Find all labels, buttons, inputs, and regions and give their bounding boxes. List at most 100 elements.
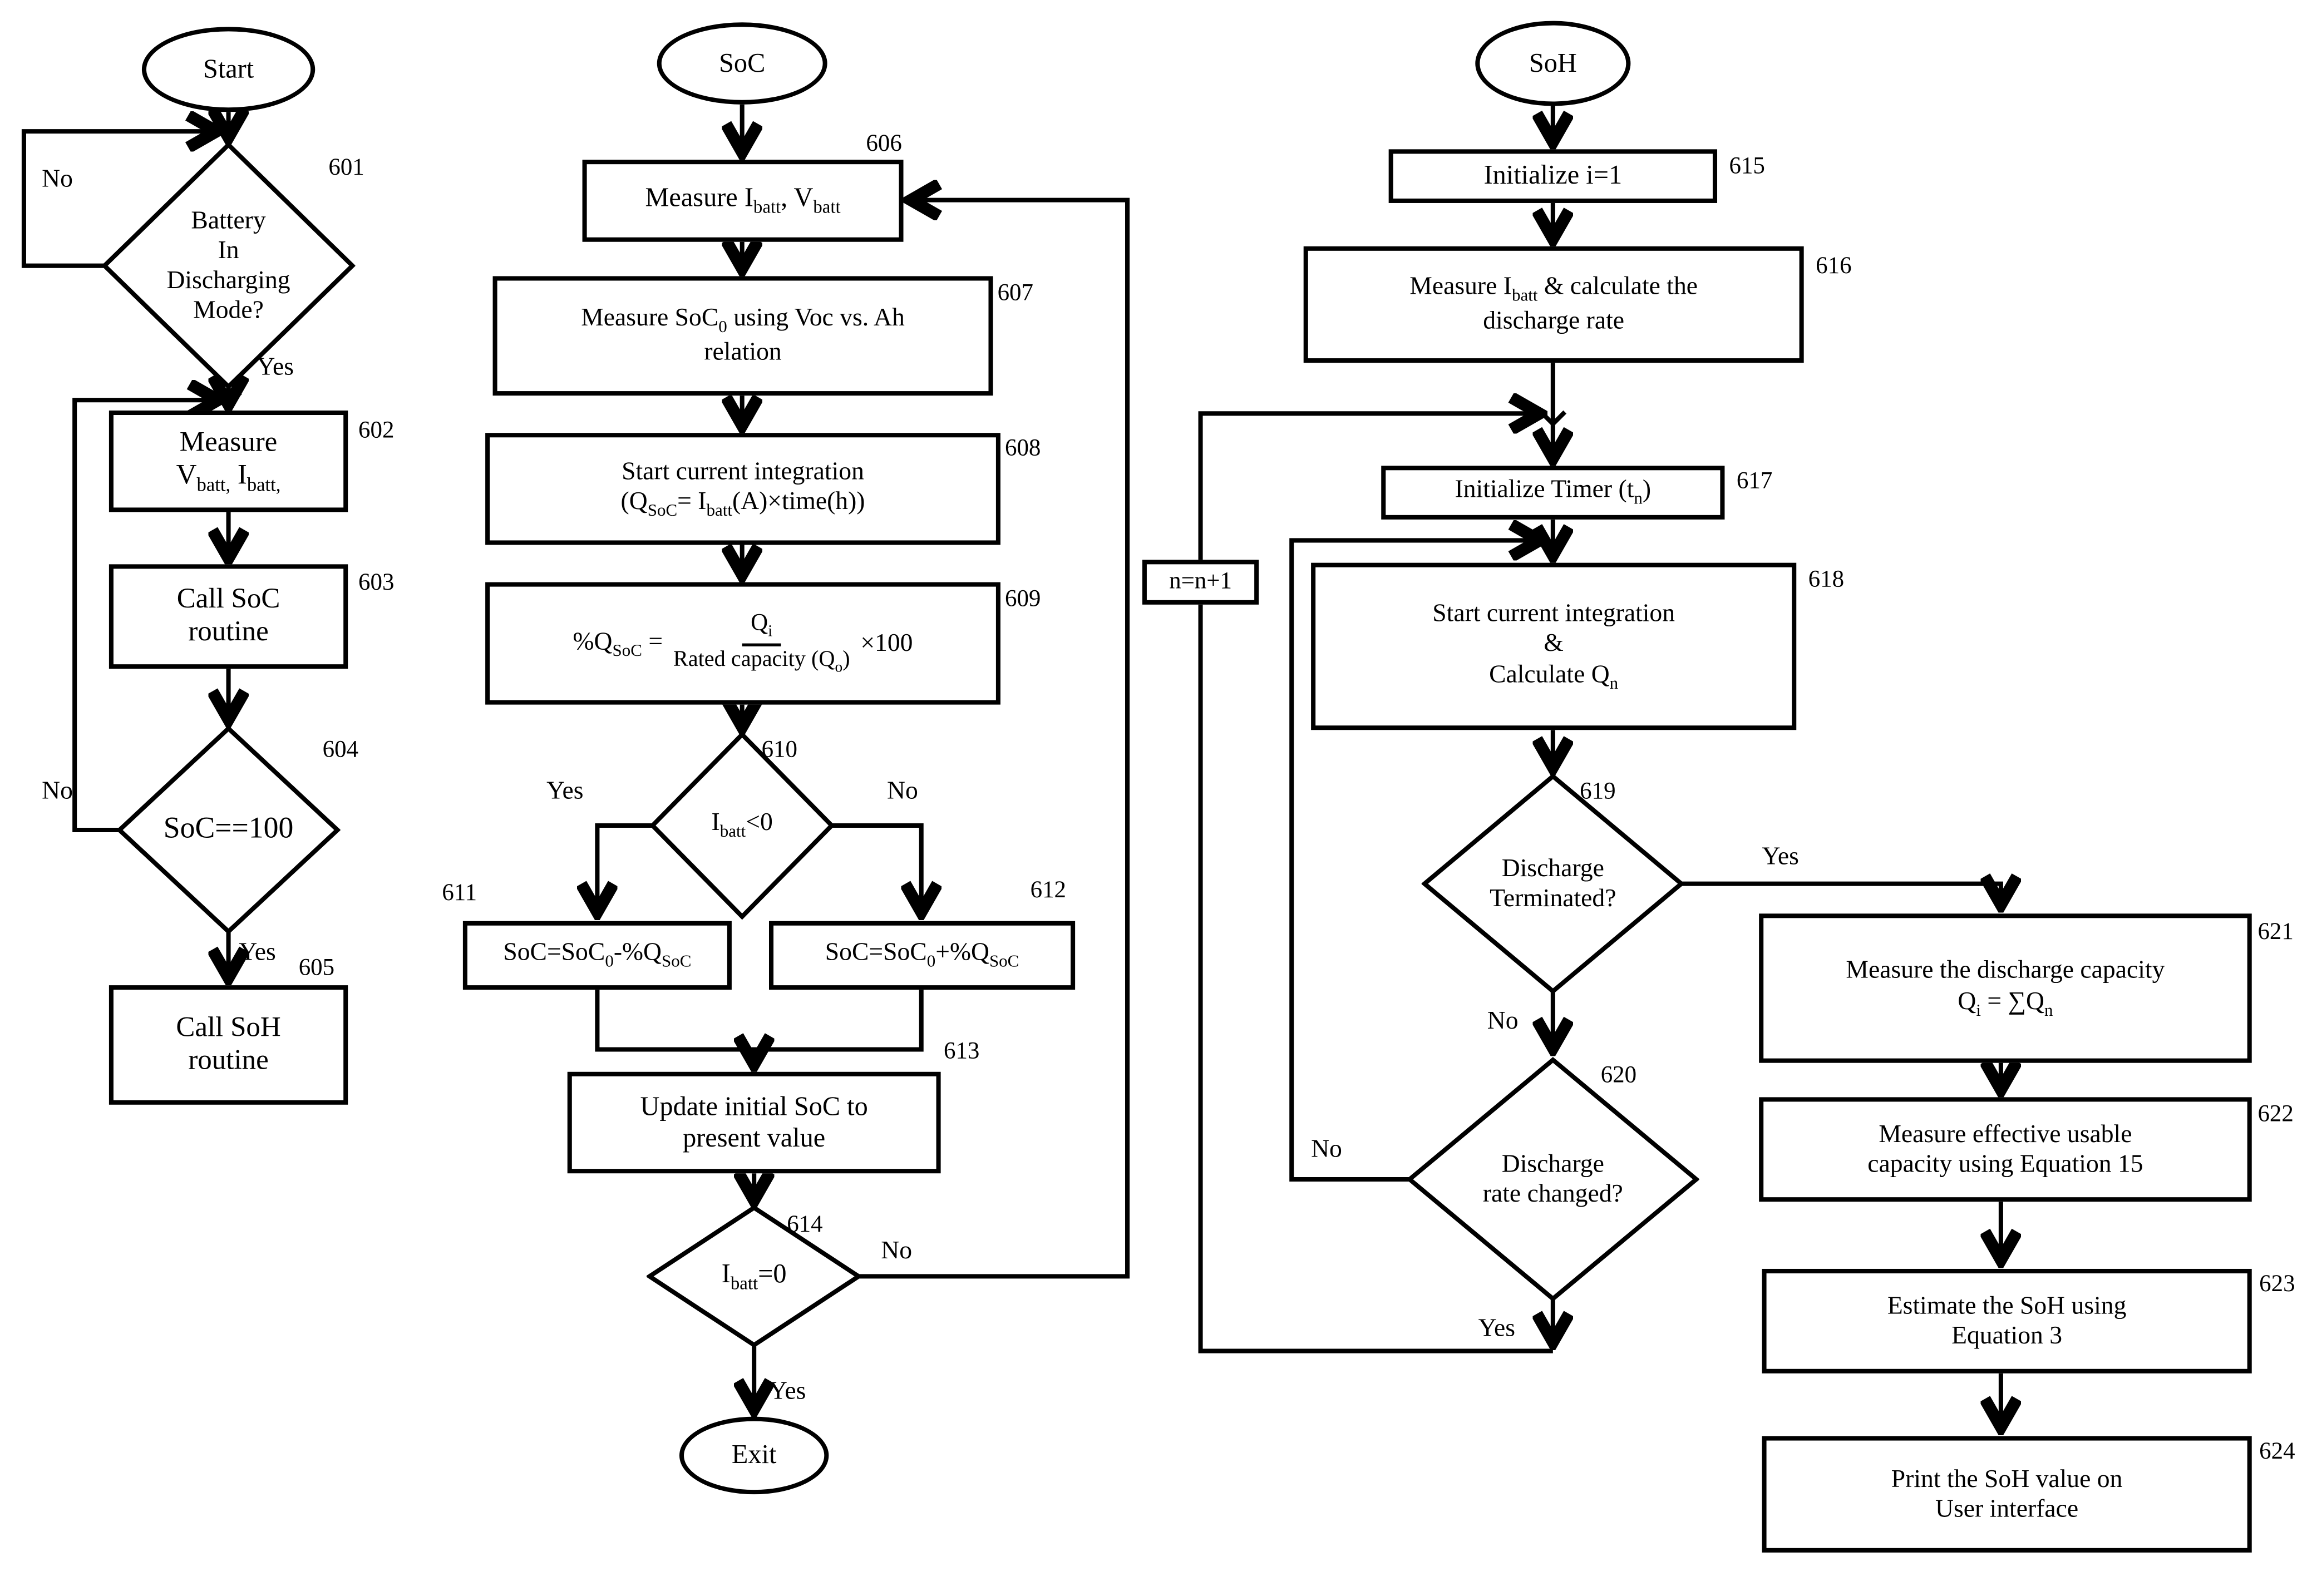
terminator-soc-label: SoC <box>719 47 766 78</box>
ref-610: 610 <box>761 737 797 763</box>
branch-label-601-no: No <box>42 164 73 193</box>
decision-610: Ibatt<0 <box>649 731 835 920</box>
process-611: SoC=SoC0-%QSoC <box>462 921 732 990</box>
process-n-increment: n=n+1 <box>1142 560 1259 605</box>
process-609: %QSoC = Qi Rated capacity (Qo) ×100 <box>485 582 1000 705</box>
terminator-soh: SoH <box>1475 21 1631 106</box>
terminator-start: Start <box>141 27 316 112</box>
ref-614: 614 <box>787 1212 823 1238</box>
branch-label-601-yes: Yes <box>257 352 294 381</box>
diamond-shape <box>1406 1057 1699 1302</box>
terminator-exit-label: Exit <box>731 1439 777 1470</box>
edge-619-yes <box>1681 884 2001 905</box>
branch-label-619-yes: Yes <box>1762 842 1799 871</box>
ref-615: 615 <box>1729 154 1765 180</box>
ref-616: 616 <box>1816 254 1852 279</box>
process-606-label: Measure Ibatt, Vbatt <box>645 182 841 219</box>
edge-620-no-loop <box>1289 540 1539 1182</box>
process-608-label: Start current integration(QSoC= Ibatt(A)… <box>620 457 865 520</box>
process-606: Measure Ibatt, Vbatt <box>582 160 904 242</box>
edge-614-no-loop <box>859 200 1130 1279</box>
process-615-label: Initialize i=1 <box>1483 160 1623 190</box>
diamond-shape <box>101 141 356 390</box>
branch-label-614-yes: Yes <box>769 1376 806 1405</box>
process-611-label: SoC=SoC0-%QSoC <box>503 938 692 972</box>
edge-610-no <box>831 823 921 912</box>
edge-604-no-loop <box>72 400 218 833</box>
process-617-label: Initialize Timer (tn) <box>1455 475 1652 509</box>
terminator-exit: Exit <box>679 1416 829 1495</box>
ref-623: 623 <box>2259 1272 2295 1297</box>
diamond-shape <box>646 1205 862 1348</box>
decision-610-label: Ibatt<0 <box>711 808 773 842</box>
ref-601: 601 <box>328 155 364 181</box>
equation-lhs: %QSoC = <box>573 626 663 660</box>
decision-614: Ibatt=0 <box>646 1205 862 1348</box>
decision-614-label: Ibatt=0 <box>721 1258 787 1294</box>
ref-613: 613 <box>943 1039 980 1065</box>
ref-620: 620 <box>1600 1063 1637 1089</box>
ref-608: 608 <box>1004 436 1041 462</box>
edge-610-yes <box>597 823 653 912</box>
branch-label-620-no: No <box>1311 1134 1342 1163</box>
branch-label-604-yes: Yes <box>239 937 276 966</box>
ref-621: 621 <box>2257 920 2294 945</box>
ref-617: 617 <box>1736 468 1773 495</box>
ref-603: 603 <box>358 570 395 596</box>
edge-601-no-loop <box>21 131 216 268</box>
diamond-shape <box>116 725 341 935</box>
ref-618: 618 <box>1808 567 1845 593</box>
equation-numerator: Qi <box>742 611 782 646</box>
ref-605: 605 <box>298 955 335 981</box>
equation-609: %QSoC = Qi Rated capacity (Qo) ×100 <box>573 611 913 676</box>
process-612: SoC=SoC0+%QSoC <box>769 921 1076 990</box>
ref-602: 602 <box>358 418 395 443</box>
branch-label-614-no: No <box>881 1236 913 1264</box>
edge-611-612-merge <box>595 990 924 1052</box>
ref-606: 606 <box>866 131 902 157</box>
process-615: Initialize i=1 <box>1388 149 1718 203</box>
branch-label-604-no: No <box>42 776 73 805</box>
process-618-label: Start current integration&Calculate Qn <box>1432 599 1675 693</box>
branch-label-610-no: No <box>886 776 918 805</box>
ref-612: 612 <box>1030 877 1067 903</box>
process-n-increment-label: n=n+1 <box>1169 568 1232 594</box>
branch-label-610-yes: Yes <box>546 776 584 805</box>
ref-604: 604 <box>322 737 359 763</box>
process-608: Start current integration(QSoC= Ibatt(A)… <box>485 433 1000 545</box>
edge-620-yes-loop <box>1198 413 1553 1353</box>
terminator-start-label: Start <box>203 53 254 83</box>
ref-609: 609 <box>1004 586 1041 612</box>
ref-622: 622 <box>2257 1101 2294 1128</box>
decision-604: SoC==100 <box>116 725 341 935</box>
terminator-soh-label: SoH <box>1529 47 1577 78</box>
equation-rhs: ×100 <box>860 628 913 657</box>
process-612-label: SoC=SoC0+%QSoC <box>825 938 1019 972</box>
terminator-soc: SoC <box>657 22 827 105</box>
